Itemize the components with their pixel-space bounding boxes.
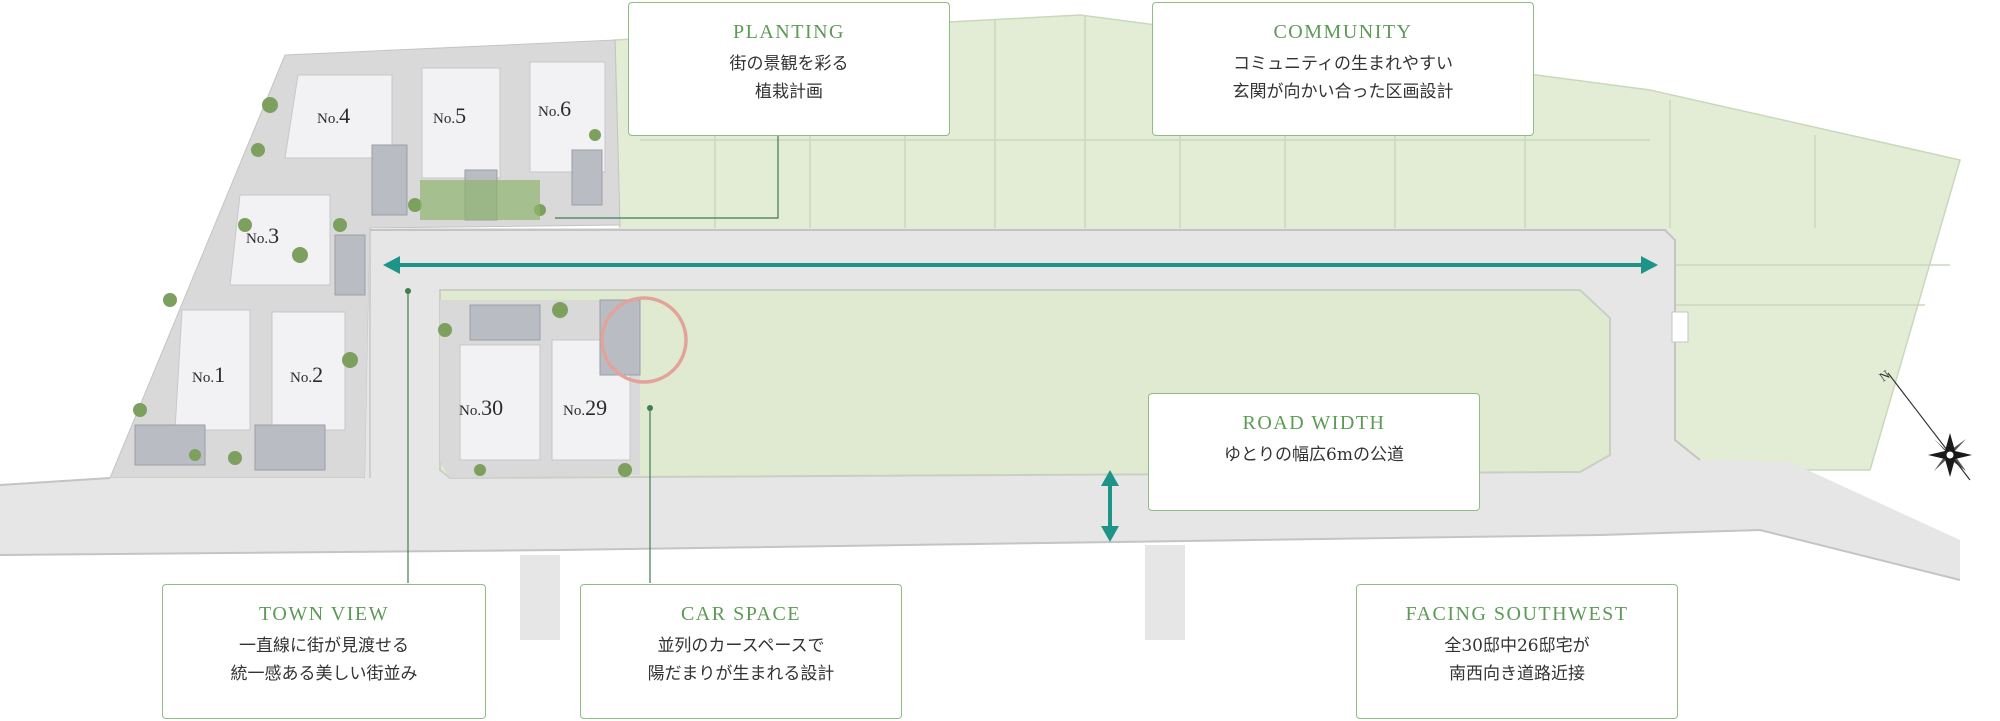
lot-label-no1: No.1 xyxy=(192,362,226,387)
callout-car-space-text: 並列のカースペースで 陽だまりが生まれる設計 xyxy=(647,636,835,684)
lot-label-no3: No.3 xyxy=(246,223,280,248)
car-spaces xyxy=(134,144,641,471)
callout-town-view: TOWN VIEW 一直線に街が見渡せる 統一感ある美しい街並み xyxy=(162,584,486,719)
callout-car-space-title: CAR SPACE xyxy=(680,603,802,625)
callout-car-space: CAR SPACE 並列のカースペースで 陽だまりが生まれる設計 xyxy=(580,584,902,719)
house-roofs xyxy=(174,61,631,461)
lot-label-no4: No.4 xyxy=(317,103,351,128)
callout-town-view-title: TOWN VIEW xyxy=(259,603,389,625)
callout-community-title: COMMUNITY xyxy=(1273,21,1413,43)
callout-road-width: ROAD WIDTH ゆとりの幅広6mの公道 xyxy=(1148,393,1480,511)
lot-label-no29: No.29 xyxy=(563,395,608,420)
callout-planting-text: 街の景観を彩る 植栽計画 xyxy=(729,54,849,102)
compass-icon xyxy=(1887,372,1972,481)
callout-facing-southwest-title: FACING SOUTHWEST xyxy=(1405,603,1629,625)
road-width-arrow xyxy=(1101,470,1119,542)
car-space-dot xyxy=(647,405,653,411)
garden-strip xyxy=(420,180,540,220)
town-view-arrow xyxy=(383,256,1658,274)
callout-town-view-text: 一直線に街が見渡せる 統一感ある美しい街並み xyxy=(230,636,418,684)
car-space-highlight-ring xyxy=(600,296,688,384)
town-view-dot xyxy=(405,288,411,294)
lot-label-no30: No.30 xyxy=(459,395,504,420)
callout-road-width-text: ゆとりの幅広6mの公道 xyxy=(1224,445,1404,465)
callout-planting: PLANTING 街の景観を彩る 植栽計画 xyxy=(628,2,950,136)
callout-road-width-title: ROAD WIDTH xyxy=(1242,412,1386,434)
callout-facing-southwest: FACING SOUTHWEST 全30邸中26邸宅が 南西向き道路近接 xyxy=(1356,584,1678,719)
callout-planting-title: PLANTING xyxy=(733,21,845,43)
callout-facing-southwest-text: 全30邸中26邸宅が 南西向き道路近接 xyxy=(1444,636,1590,684)
callout-community-text: コミュニティの生まれやすい 玄関が向かい合った区画設計 xyxy=(1232,54,1454,102)
lot-label-no5: No.5 xyxy=(433,103,467,128)
callout-community: COMMUNITY コミュニティの生まれやすい 玄関が向かい合った区画設計 xyxy=(1152,2,1534,136)
lot-label-no6: No.6 xyxy=(538,96,572,121)
leader-lines xyxy=(407,134,779,583)
lot-label-no2: No.2 xyxy=(290,362,324,387)
